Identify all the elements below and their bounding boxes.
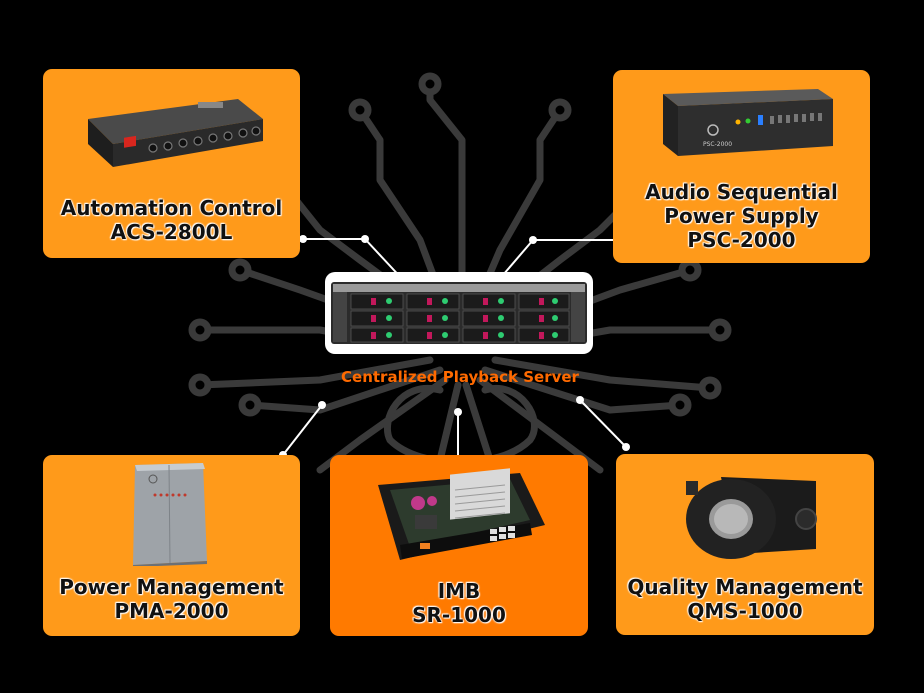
pma-model: PMA-2000	[114, 599, 229, 623]
card-audio-power-supply[interactable]: PSC-2000 Audio Sequential Power Supply P…	[613, 70, 870, 263]
qms-title: Quality Management	[627, 575, 863, 599]
card-quality-management[interactable]: Quality Management QMS-1000	[616, 454, 874, 635]
power-cabinet-icon	[133, 463, 207, 566]
automation-controller-icon	[88, 99, 263, 167]
card-label-automation: Automation Control ACS-2800L	[43, 196, 300, 244]
card-label-psc: Audio Sequential Power Supply PSC-2000	[613, 180, 870, 252]
imb-model: SR-1000	[412, 603, 506, 627]
power-supply-rack-icon: PSC-2000	[663, 89, 833, 156]
server-caption: Centralized Playback Server	[341, 368, 579, 386]
card-imb[interactable]: IMB SR-1000	[330, 455, 588, 636]
camera-sensor-icon	[686, 477, 817, 559]
card-label-imb: IMB SR-1000	[330, 579, 588, 627]
acs-model: ACS-2800L	[110, 220, 233, 244]
psc-model: PSC-2000	[687, 228, 796, 252]
acs-title: Automation Control	[60, 196, 283, 220]
rack-server-icon	[331, 282, 587, 344]
psc-title-line2: Power Supply	[664, 204, 819, 228]
svg-text:PSC-2000: PSC-2000	[703, 141, 732, 148]
imb-title: IMB	[437, 579, 481, 603]
imb-board-icon	[378, 468, 545, 560]
psc-title-line1: Audio Sequential	[645, 180, 838, 204]
card-power-management[interactable]: Power Management PMA-2000	[43, 455, 300, 636]
card-label-pma: Power Management PMA-2000	[43, 575, 300, 623]
qms-model: QMS-1000	[687, 599, 803, 623]
card-automation-control[interactable]: Automation Control ACS-2800L	[43, 69, 300, 258]
pma-title: Power Management	[59, 575, 284, 599]
server-frame[interactable]	[325, 272, 593, 354]
card-label-qms: Quality Management QMS-1000	[616, 575, 874, 623]
